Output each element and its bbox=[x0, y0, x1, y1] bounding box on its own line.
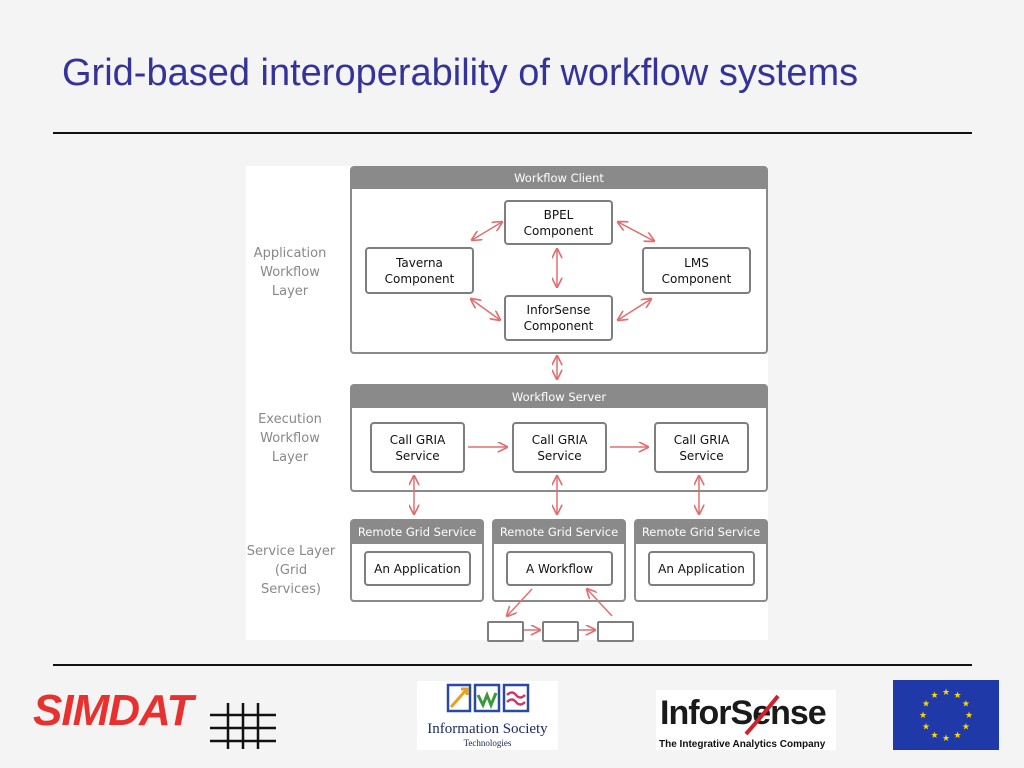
arrow-step-3-workflow bbox=[587, 589, 613, 617]
sub-workflow-step-3 bbox=[597, 621, 634, 642]
eu-flag-icon: ★★★★★★★★★★★★ bbox=[893, 680, 999, 750]
eu-star-icon: ★ bbox=[962, 723, 970, 733]
ist-name: Information Society bbox=[427, 721, 548, 737]
arrow-bpel-lms bbox=[618, 222, 654, 241]
arrow-taverna-inforsense bbox=[471, 299, 500, 320]
eu-star-icon: ★ bbox=[919, 711, 927, 721]
workflow-client-header: Workflow Client bbox=[352, 168, 766, 189]
remote-grid-service-panel-2: Remote Grid Service bbox=[492, 519, 626, 602]
eu-star-icon: ★ bbox=[965, 711, 973, 721]
sub-workflow-step-1 bbox=[487, 621, 524, 642]
bpel-component: BPEL Component bbox=[504, 200, 613, 245]
layer-label-application: Application Workflow Layer bbox=[253, 246, 327, 299]
workflow-server-header: Workflow Server bbox=[352, 386, 766, 408]
eu-star-icon: ★ bbox=[962, 700, 970, 710]
eu-star-icon: ★ bbox=[922, 700, 930, 710]
eu-star-icon: ★ bbox=[942, 734, 950, 744]
eu-star-icon: ★ bbox=[930, 731, 938, 741]
remote-grid-service-header-1: Remote Grid Service bbox=[352, 521, 482, 544]
top-divider bbox=[53, 132, 972, 134]
slide-title: Grid-based interoperability of workflow … bbox=[62, 52, 859, 94]
ist-subtitle: Technologies bbox=[463, 738, 512, 748]
remote-grid-service-header-2: Remote Grid Service bbox=[494, 521, 624, 544]
eu-star-icon: ★ bbox=[942, 688, 950, 698]
call-gria-service-3: Call GRIA Service bbox=[654, 422, 749, 473]
eu-star-icon: ★ bbox=[930, 691, 938, 701]
inforsense-name: InforSense bbox=[660, 694, 827, 732]
inforsense-component: InforSense Component bbox=[504, 295, 613, 341]
information-society-logo: Information Society Technologies bbox=[417, 681, 558, 750]
connector-arrows bbox=[246, 166, 768, 640]
lms-component: LMS Component bbox=[642, 247, 751, 294]
call-gria-service-2: Call GRIA Service bbox=[512, 422, 607, 473]
remote-workflow-box: A Workflow bbox=[506, 551, 613, 586]
eu-stars: ★★★★★★★★★★★★ bbox=[919, 688, 973, 744]
arrow-taverna-bpel bbox=[472, 222, 502, 240]
inforsense-logo: InforSense The Integrative Analytics Com… bbox=[656, 690, 836, 750]
architecture-diagram: Application Workflow Layer Execution Wor… bbox=[246, 166, 768, 642]
eu-star-icon: ★ bbox=[922, 723, 930, 733]
inforsense-tagline: The Integrative Analytics Company bbox=[659, 739, 826, 750]
remote-grid-service-header-3: Remote Grid Service bbox=[636, 521, 766, 544]
ist-symbols-icon bbox=[446, 683, 530, 713]
bottom-divider bbox=[53, 664, 972, 666]
layer-label-service: Service Layer (Grid Services) bbox=[246, 544, 336, 597]
arrow-inforsense-lms bbox=[618, 299, 651, 320]
eu-star-icon: ★ bbox=[953, 691, 961, 701]
sub-workflow-step-2 bbox=[542, 621, 579, 642]
grid-icon bbox=[210, 703, 276, 749]
arrow-workflow-step-1 bbox=[507, 588, 533, 616]
eu-star-icon: ★ bbox=[953, 731, 961, 741]
remote-app-box-2: An Application bbox=[648, 551, 755, 586]
call-gria-service-1: Call GRIA Service bbox=[370, 422, 465, 473]
remote-app-box-1: An Application bbox=[364, 551, 471, 586]
simdat-logo-text: SIMDAT bbox=[33, 686, 193, 735]
taverna-component: Taverna Component bbox=[365, 247, 474, 294]
inforsense-swoosh-icon bbox=[744, 694, 780, 736]
layer-label-execution: Execution Workflow Layer bbox=[258, 412, 322, 465]
simdat-logo: SIMDAT bbox=[33, 686, 193, 736]
